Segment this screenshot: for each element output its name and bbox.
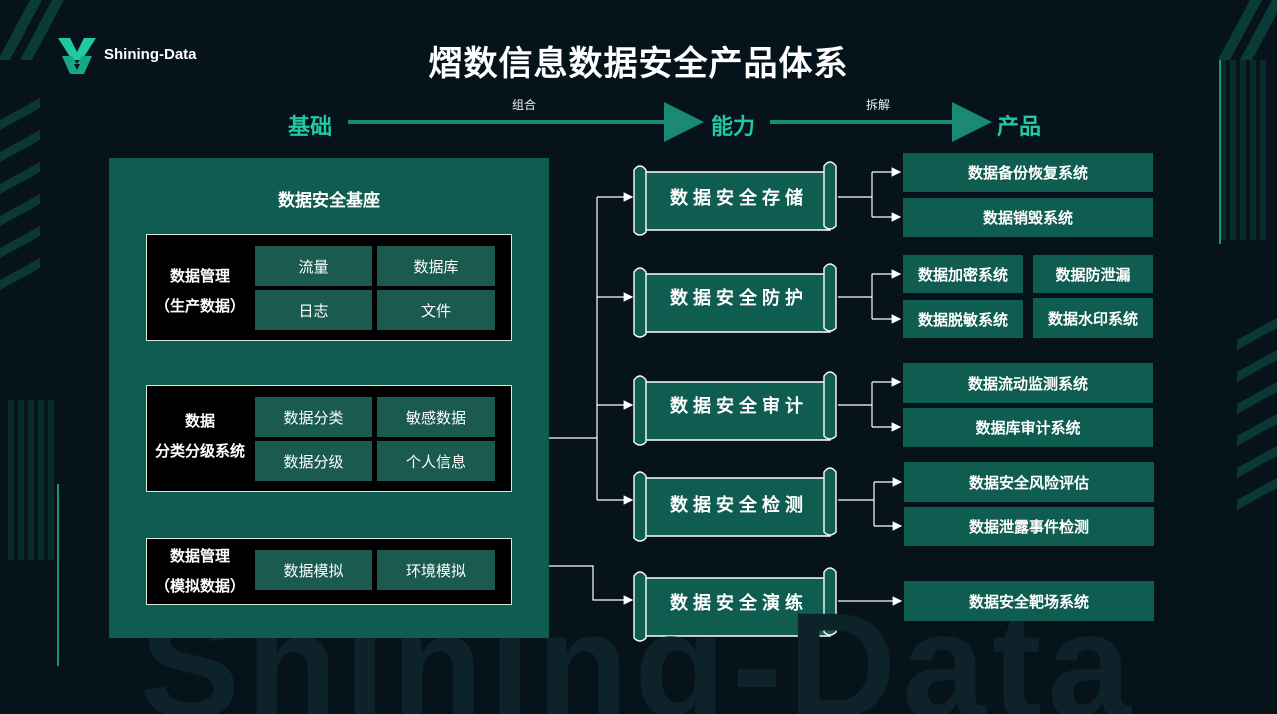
side-stripe — [0, 194, 40, 226]
flow-label-foundation: 基础 — [288, 115, 333, 140]
flow-label-split: 拆解 — [866, 98, 891, 112]
scroll-roll-right — [823, 161, 837, 230]
cell-file: 文件 — [377, 290, 495, 330]
product-risk-assessment: 数据安全风险评估 — [904, 462, 1154, 502]
side-bar — [1250, 60, 1256, 240]
cell-sensitive-data: 敏感数据 — [377, 397, 495, 437]
cell-personal-info: 个人信息 — [377, 441, 495, 481]
side-stripe — [1237, 414, 1277, 446]
group-simulated-data-label: 数据管理 （模拟数据） — [148, 541, 252, 601]
capability-drill: 数据安全演练 — [670, 593, 808, 614]
product-database-audit: 数据库审计系统 — [903, 408, 1153, 447]
group-label-line1: 数据管理 — [169, 547, 230, 565]
capability-protection: 数据安全防护 — [670, 288, 808, 309]
side-bar — [1260, 60, 1266, 240]
corner-stripe — [20, 0, 64, 60]
group-label-line1: 数据 — [184, 412, 215, 430]
side-bar — [48, 400, 54, 560]
cell-log: 日志 — [255, 290, 372, 330]
cell-traffic: 流量 — [255, 246, 372, 286]
flow-label-combine: 组合 — [512, 98, 537, 112]
cell-environment-simulation: 环境模拟 — [377, 550, 495, 590]
scroll-roll-right — [823, 567, 837, 636]
side-bar — [1240, 60, 1246, 240]
group-label-line2: （模拟数据） — [154, 577, 245, 595]
corner-stripe — [0, 0, 42, 60]
page-title: 熠数信息数据安全产品体系 — [428, 44, 849, 84]
cell-data-simulation: 数据模拟 — [255, 550, 372, 590]
product-watermark: 数据水印系统 — [1033, 298, 1153, 338]
foundation-panel-title: 数据安全基座 — [278, 191, 380, 211]
group-production-data-label: 数据管理 （生产数据） — [148, 261, 252, 321]
cell-data-classification: 数据分类 — [255, 397, 372, 437]
side-stripe — [1237, 478, 1277, 510]
side-stripe — [0, 130, 40, 162]
side-bar — [8, 400, 14, 560]
side-bar — [1230, 60, 1236, 240]
side-stripe — [1237, 446, 1277, 478]
side-stripe — [1237, 382, 1277, 414]
group-label-line1: 数据管理 — [169, 267, 230, 285]
side-stripe — [0, 226, 40, 258]
product-backup-recovery: 数据备份恢复系统 — [903, 153, 1153, 192]
side-stripe — [1237, 350, 1277, 382]
capability-audit: 数据安全审计 — [670, 396, 808, 417]
scroll-roll-right — [823, 263, 837, 332]
flow-label-product: 产品 — [997, 115, 1042, 140]
product-dlp: 数据防泄漏 — [1033, 255, 1153, 293]
corner-stripe — [1240, 0, 1277, 60]
scroll-roll-left — [633, 267, 647, 338]
shining-data-logo-icon — [58, 38, 96, 74]
scroll-roll-left — [633, 375, 647, 446]
group-label-line2: 分类分级系统 — [154, 442, 245, 460]
scroll-roll-left — [633, 471, 647, 542]
product-masking: 数据脱敏系统 — [903, 300, 1023, 338]
side-bar — [18, 400, 24, 560]
logo-text: Shining-Data — [104, 46, 197, 63]
side-bar — [38, 400, 44, 560]
capability-storage: 数据安全存储 — [670, 188, 808, 209]
scroll-roll-right — [823, 467, 837, 536]
scroll-roll-left — [633, 571, 647, 642]
corner-stripe — [1218, 0, 1262, 60]
side-stripe — [0, 98, 40, 130]
cell-data-grading: 数据分级 — [255, 441, 372, 481]
side-stripe — [1237, 318, 1277, 350]
side-bar — [28, 400, 34, 560]
scroll-roll-right — [823, 371, 837, 440]
capability-detection: 数据安全检测 — [670, 495, 808, 516]
scroll-roll-left — [633, 165, 647, 236]
product-encryption: 数据加密系统 — [903, 255, 1023, 293]
product-data-destruction: 数据销毁系统 — [903, 198, 1153, 237]
product-flow-monitoring: 数据流动监测系统 — [903, 363, 1153, 403]
group-label-line2: （生产数据） — [154, 297, 245, 315]
flow-label-capability: 能力 — [711, 115, 756, 140]
side-stripe — [0, 258, 40, 290]
drill-connector — [549, 565, 634, 605]
product-leak-detection: 数据泄露事件检测 — [904, 507, 1154, 546]
side-stripe — [0, 162, 40, 194]
group-classification-label: 数据 分类分级系统 — [148, 406, 252, 466]
product-cyber-range: 数据安全靶场系统 — [904, 581, 1154, 621]
cell-database: 数据库 — [377, 246, 495, 286]
side-bar — [1220, 60, 1226, 240]
